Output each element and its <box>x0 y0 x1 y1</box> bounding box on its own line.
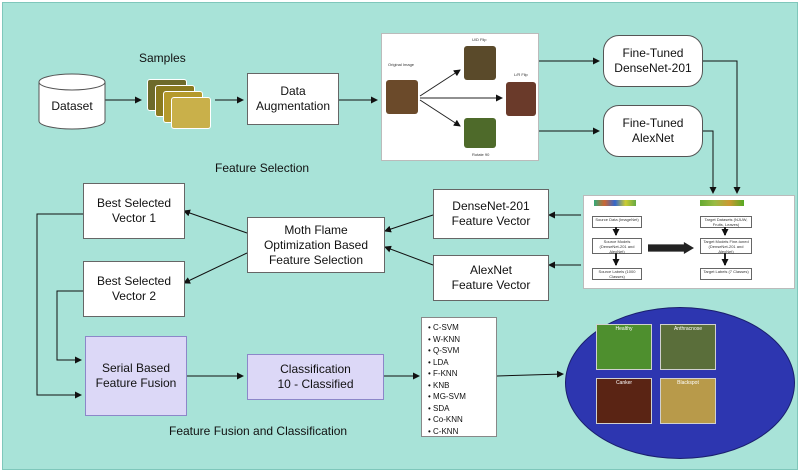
best-selected-vector-1-box: Best Selected Vector 1 <box>83 183 185 239</box>
fusion-classification-label: Feature Fusion and Classification <box>169 424 348 438</box>
transfer-learning-panel: Source Data (ImageNet) Source Models (De… <box>583 195 795 289</box>
original-leaf-image <box>386 80 418 114</box>
classifier-item: SDA <box>428 403 492 415</box>
rotate-leaf-image <box>464 118 496 148</box>
fine-tuned-densenet-box: Fine-Tuned DenseNet-201 <box>603 35 703 87</box>
moth-flame-selection-box: Moth Flame Optimization Based Feature Se… <box>247 217 385 273</box>
output-images-ellipse: Healthy Anthracnose Canker Blackspot <box>565 307 795 459</box>
output-image-healthy: Healthy <box>596 324 652 370</box>
best-selected-vector-2-box: Best Selected Vector 2 <box>83 261 185 317</box>
output-image-caption: Canker <box>615 380 633 386</box>
classifier-list: C-SVM W-KNN Q-SVM LDA F-KNN KNB MG-SVM S… <box>421 317 497 437</box>
data-augmentation-box: Data Augmentation <box>247 73 339 125</box>
classifier-item: F-KNN <box>428 368 492 380</box>
original-image-caption: Original Image <box>388 62 415 67</box>
output-image-anthracnose: Anthracnose <box>660 324 716 370</box>
alexnet-feature-vector-box: AlexNet Feature Vector <box>433 255 549 301</box>
target-thumbnails <box>700 200 744 206</box>
connector-arrows <box>36 57 741 399</box>
classifier-item: KNB <box>428 380 492 392</box>
classifier-item: W-KNN <box>428 334 492 346</box>
densenet-feature-vector-box: DenseNet-201 Feature Vector <box>433 189 549 239</box>
output-image-caption: Anthracnose <box>673 326 703 332</box>
output-image-blackspot: Blackspot <box>660 378 716 424</box>
lr-flip-caption: L/R Flip <box>514 72 528 77</box>
samples-label: Samples <box>139 51 186 65</box>
classifier-item: C-KNN <box>428 426 492 438</box>
output-image-canker: Canker <box>596 378 652 424</box>
classifier-item: C-SVM <box>428 322 492 334</box>
ud-flip-caption: U/D Flip <box>472 37 487 42</box>
serial-fusion-box: Serial Based Feature Fusion <box>85 336 187 416</box>
transfer-knowledge-label: Transfer Learned Knowledge <box>657 236 681 244</box>
source-thumbnails <box>594 200 636 206</box>
target-labels-box: Target Labels (7 Classes) <box>700 268 752 280</box>
source-labels-box: Source Labels (1000 Classes) <box>592 268 642 280</box>
classifier-item: Q-SVM <box>428 345 492 357</box>
ud-flip-leaf-image <box>464 46 496 80</box>
classifier-item: LDA <box>428 357 492 369</box>
augmentation-panel: Original Image U/D Flip L/R Flip Rotate … <box>381 33 539 161</box>
output-image-caption: Blackspot <box>677 380 699 386</box>
output-image-caption: Healthy <box>615 326 633 332</box>
dataset-cylinder-icon <box>38 73 106 130</box>
rotate-caption: Rotate 90 <box>472 152 490 157</box>
lr-flip-leaf-image <box>506 82 536 116</box>
transfer-arrow-icon <box>648 242 694 254</box>
fine-tuned-alexnet-box: Fine-Tuned AlexNet <box>603 105 703 157</box>
dataset-label: Dataset <box>51 99 93 113</box>
classification-box: Classification 10 - Classified <box>247 354 384 400</box>
classifier-item: Co-KNN <box>428 414 492 426</box>
feature-selection-label: Feature Selection <box>215 161 310 175</box>
classifier-item: MG-SVM <box>428 391 492 403</box>
